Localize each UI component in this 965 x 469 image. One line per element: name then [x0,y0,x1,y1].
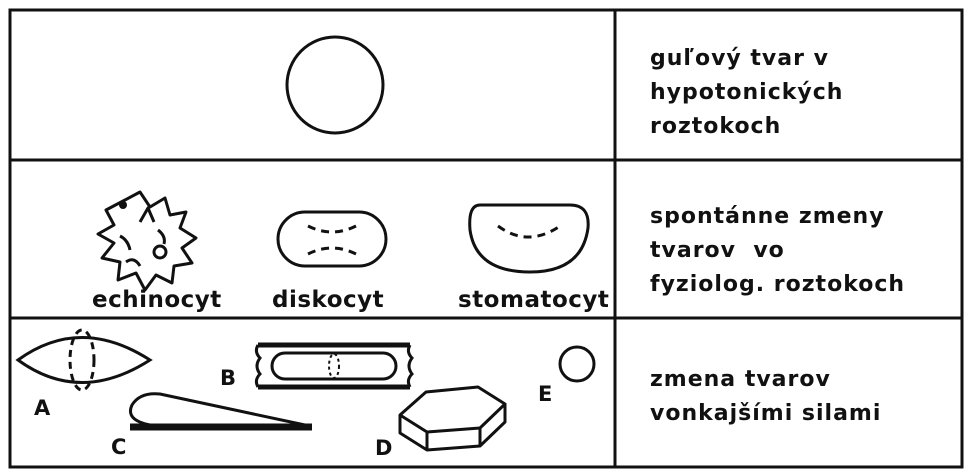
stomatocyte-shape [470,205,588,272]
row1-line-1: guľový tvar v [650,42,843,76]
letter-e: E [538,382,552,406]
letter-d: D [375,436,392,460]
echinocyte-spike-tip [119,201,127,209]
shape-b-stretched [256,345,412,387]
row2-line-3: fyziolog. roztokoch [650,268,905,302]
shape-a-lens [18,330,150,390]
shape-d-hexagon [400,387,505,450]
letter-a: A [34,396,50,420]
spherical-cell [287,37,383,133]
row2-line-2: tvarov vo [650,234,905,268]
letter-b: B [220,366,236,390]
echinocyte-shape [98,192,196,290]
row1-line-3: roztokoch [650,110,843,144]
row2-line-1: spontánne zmeny [650,200,905,234]
row2-description: spontánne zmeny tvarov vo fyziolog. rozt… [650,200,905,302]
discocyte-shape [278,212,386,266]
shape-c-teardrop [130,394,312,427]
letter-c: C [111,435,126,459]
shape-e-sphere [560,347,594,381]
row1-description: guľový tvar v hypotonických roztokoch [650,42,843,144]
row1-line-2: hypotonických [650,76,843,110]
row3-line-2: vonkajšími silami [650,397,881,431]
row3-line-1: zmena tvarov [650,363,881,397]
label-echinocyt: echinocyt [92,287,222,313]
row3-description: zmena tvarov vonkajšími silami [650,363,881,431]
label-stomatocyt: stomatocyt [458,287,609,313]
label-diskocyt: diskocyt [272,287,384,313]
